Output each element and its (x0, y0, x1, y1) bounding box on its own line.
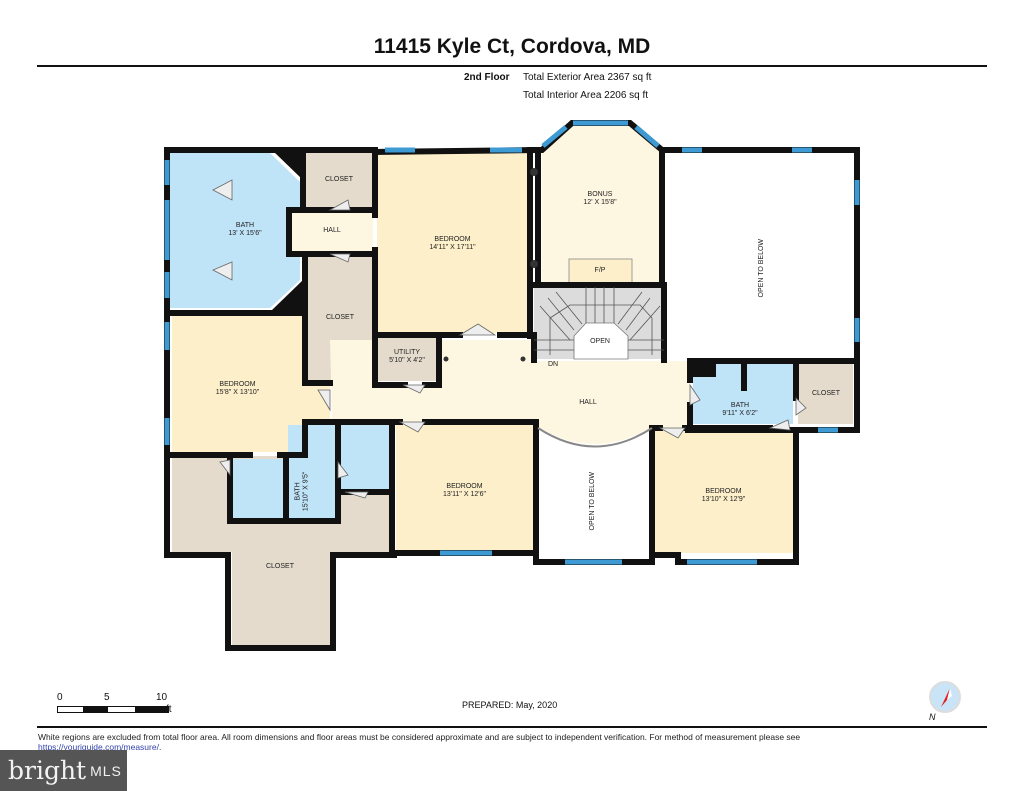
windows (164, 120, 860, 565)
room-label-bath-main: BATH 13' x 15'6" (205, 222, 285, 239)
stair-treads (534, 287, 664, 355)
room-label-hall-small: HALL (292, 227, 372, 235)
room-name: CLOSET (324, 176, 353, 183)
room-name: BATH (235, 222, 255, 229)
measure-link[interactable]: https://youriguide.com/measure/ (38, 742, 159, 753)
footer-divider (37, 726, 987, 728)
room-name: CLOSET (325, 314, 354, 321)
hall-curve (537, 427, 653, 448)
compass-label: N (929, 712, 936, 722)
scale-unit: ft (166, 704, 172, 715)
scale-segment (135, 707, 168, 712)
room-label-fireplace: F/P (580, 267, 620, 275)
room-label-closet-lower: CLOSET (240, 563, 320, 571)
closet-right-fill (798, 364, 853, 424)
compass-icon (929, 681, 961, 713)
room-name: BEDROOM (434, 236, 471, 243)
bright-mls-watermark: bright MLS (0, 750, 127, 791)
pillar-icon (520, 356, 526, 362)
disclaimer-text: White regions are excluded from total fl… (38, 732, 801, 742)
room-label-bedroom-left: BEDROOM 15'8" x 13'10" (190, 381, 285, 398)
room-dims: 15'10" x 9'5" (303, 471, 310, 512)
bedroom-left-fill (172, 316, 330, 452)
floor-label: 2nd Floor (464, 72, 510, 83)
wall-corner-bl (272, 280, 303, 310)
room-label-closet-right: CLOSET (800, 390, 852, 398)
room-name: BATH (294, 482, 302, 501)
room-dims: 13'10" x 12'9" (701, 496, 746, 504)
room-label-bath-right: BATH 9'11" x 6'2" (700, 402, 780, 419)
room-label-utility: UTILITY 5'10" x 4'2" (378, 349, 436, 366)
doors (212, 179, 807, 499)
hall-small-fill (291, 212, 373, 252)
room-label-bath-lower: BATH 15'10" x 9'5" (295, 451, 312, 531)
room-name: BEDROOM (705, 488, 742, 495)
pillar-icon (443, 356, 449, 362)
bath-lower-b (288, 425, 336, 519)
page-title: 11415 Kyle Ct, Cordova, MD (373, 35, 651, 58)
fireplace-fill (568, 258, 633, 284)
walls (164, 120, 860, 651)
exterior-area: Total Exterior Area 2367 sq ft (523, 72, 652, 83)
room-label-bedroom-main: BEDROOM 14'11" x 17'11" (400, 236, 505, 253)
scale-bar-graphic (57, 706, 169, 713)
room-dims: 9'11" x 6'2" (722, 410, 758, 418)
scale-tick: 0 (57, 692, 63, 703)
link-suffix: . (158, 742, 162, 753)
room-label-bedroom-center: BEDROOM 13'11" x 12'6" (417, 483, 512, 500)
prepared-date: PREPARED: May, 2020 (462, 700, 558, 710)
pillar-icon (530, 168, 538, 176)
room-label-open-below-right: OPEN TO BELOW (758, 223, 766, 313)
pillar-icon (530, 260, 538, 268)
scale-tick: 10 (156, 692, 168, 703)
room-label-bedroom-right: BEDROOM 13'10" x 12'9" (676, 488, 771, 505)
header-divider (37, 65, 987, 67)
bedroom-right-fill (655, 430, 795, 553)
bedroom-main-fill (377, 153, 528, 333)
bonus-fill (542, 124, 660, 283)
room-label-bonus: BONUS 12' x 15'8" (560, 191, 640, 208)
stairs-down-label: DN (538, 361, 568, 369)
watermark-suffix: MLS (90, 762, 122, 779)
room-dims: 5'10" x 4'2" (389, 357, 425, 365)
scale-segment (83, 707, 108, 712)
room-label-closet-mid: CLOSET (307, 314, 373, 322)
room-dims: 12' x 15'8" (583, 199, 617, 207)
room-name: HALL (579, 399, 597, 406)
room-name: UTILITY (393, 349, 421, 356)
room-label-open-stair: OPEN (580, 338, 620, 346)
bath-main-fill (169, 153, 300, 308)
bath-lower-a (232, 459, 284, 519)
room-dims: 13' x 15'6" (228, 230, 262, 238)
room-name: CLOSET (265, 563, 294, 570)
room-name: BONUS (587, 191, 613, 198)
room-name: CLOSET (811, 390, 840, 397)
watermark-brand: bright (8, 756, 87, 785)
closet-top-fill (305, 153, 373, 208)
room-name: BEDROOM (219, 381, 256, 388)
utility-fill (377, 337, 437, 381)
room-name: HALL (323, 227, 341, 234)
scale-tick: 5 (104, 692, 110, 703)
room-name: DN (547, 361, 559, 368)
room-name: BATH (730, 402, 750, 409)
room-label-closet-top: CLOSET (305, 176, 373, 184)
hall-main-fill (330, 340, 690, 444)
room-name: OPEN TO BELOW (588, 471, 596, 531)
room-dims: 15'8" x 13'10" (215, 389, 260, 397)
disclaimer: White regions are excluded from total fl… (38, 732, 898, 752)
room-dims: 14'11" x 17'11" (429, 244, 476, 252)
wall-corner-tl (272, 150, 303, 180)
room-name: OPEN TO BELOW (757, 238, 765, 298)
room-name: F/P (594, 267, 606, 274)
room-label-hall-main: HALL (568, 399, 608, 407)
room-dims: 13'11" x 12'6" (443, 491, 486, 499)
wall-corner-right (690, 359, 716, 377)
bath-lower-c (340, 425, 390, 490)
interior-area: Total Interior Area 2206 sq ft (523, 90, 649, 101)
bedroom-center-fill (396, 424, 534, 551)
room-name: BEDROOM (446, 483, 483, 490)
room-name: OPEN (590, 338, 610, 345)
room-label-open-below-center: OPEN TO BELOW (589, 456, 597, 546)
